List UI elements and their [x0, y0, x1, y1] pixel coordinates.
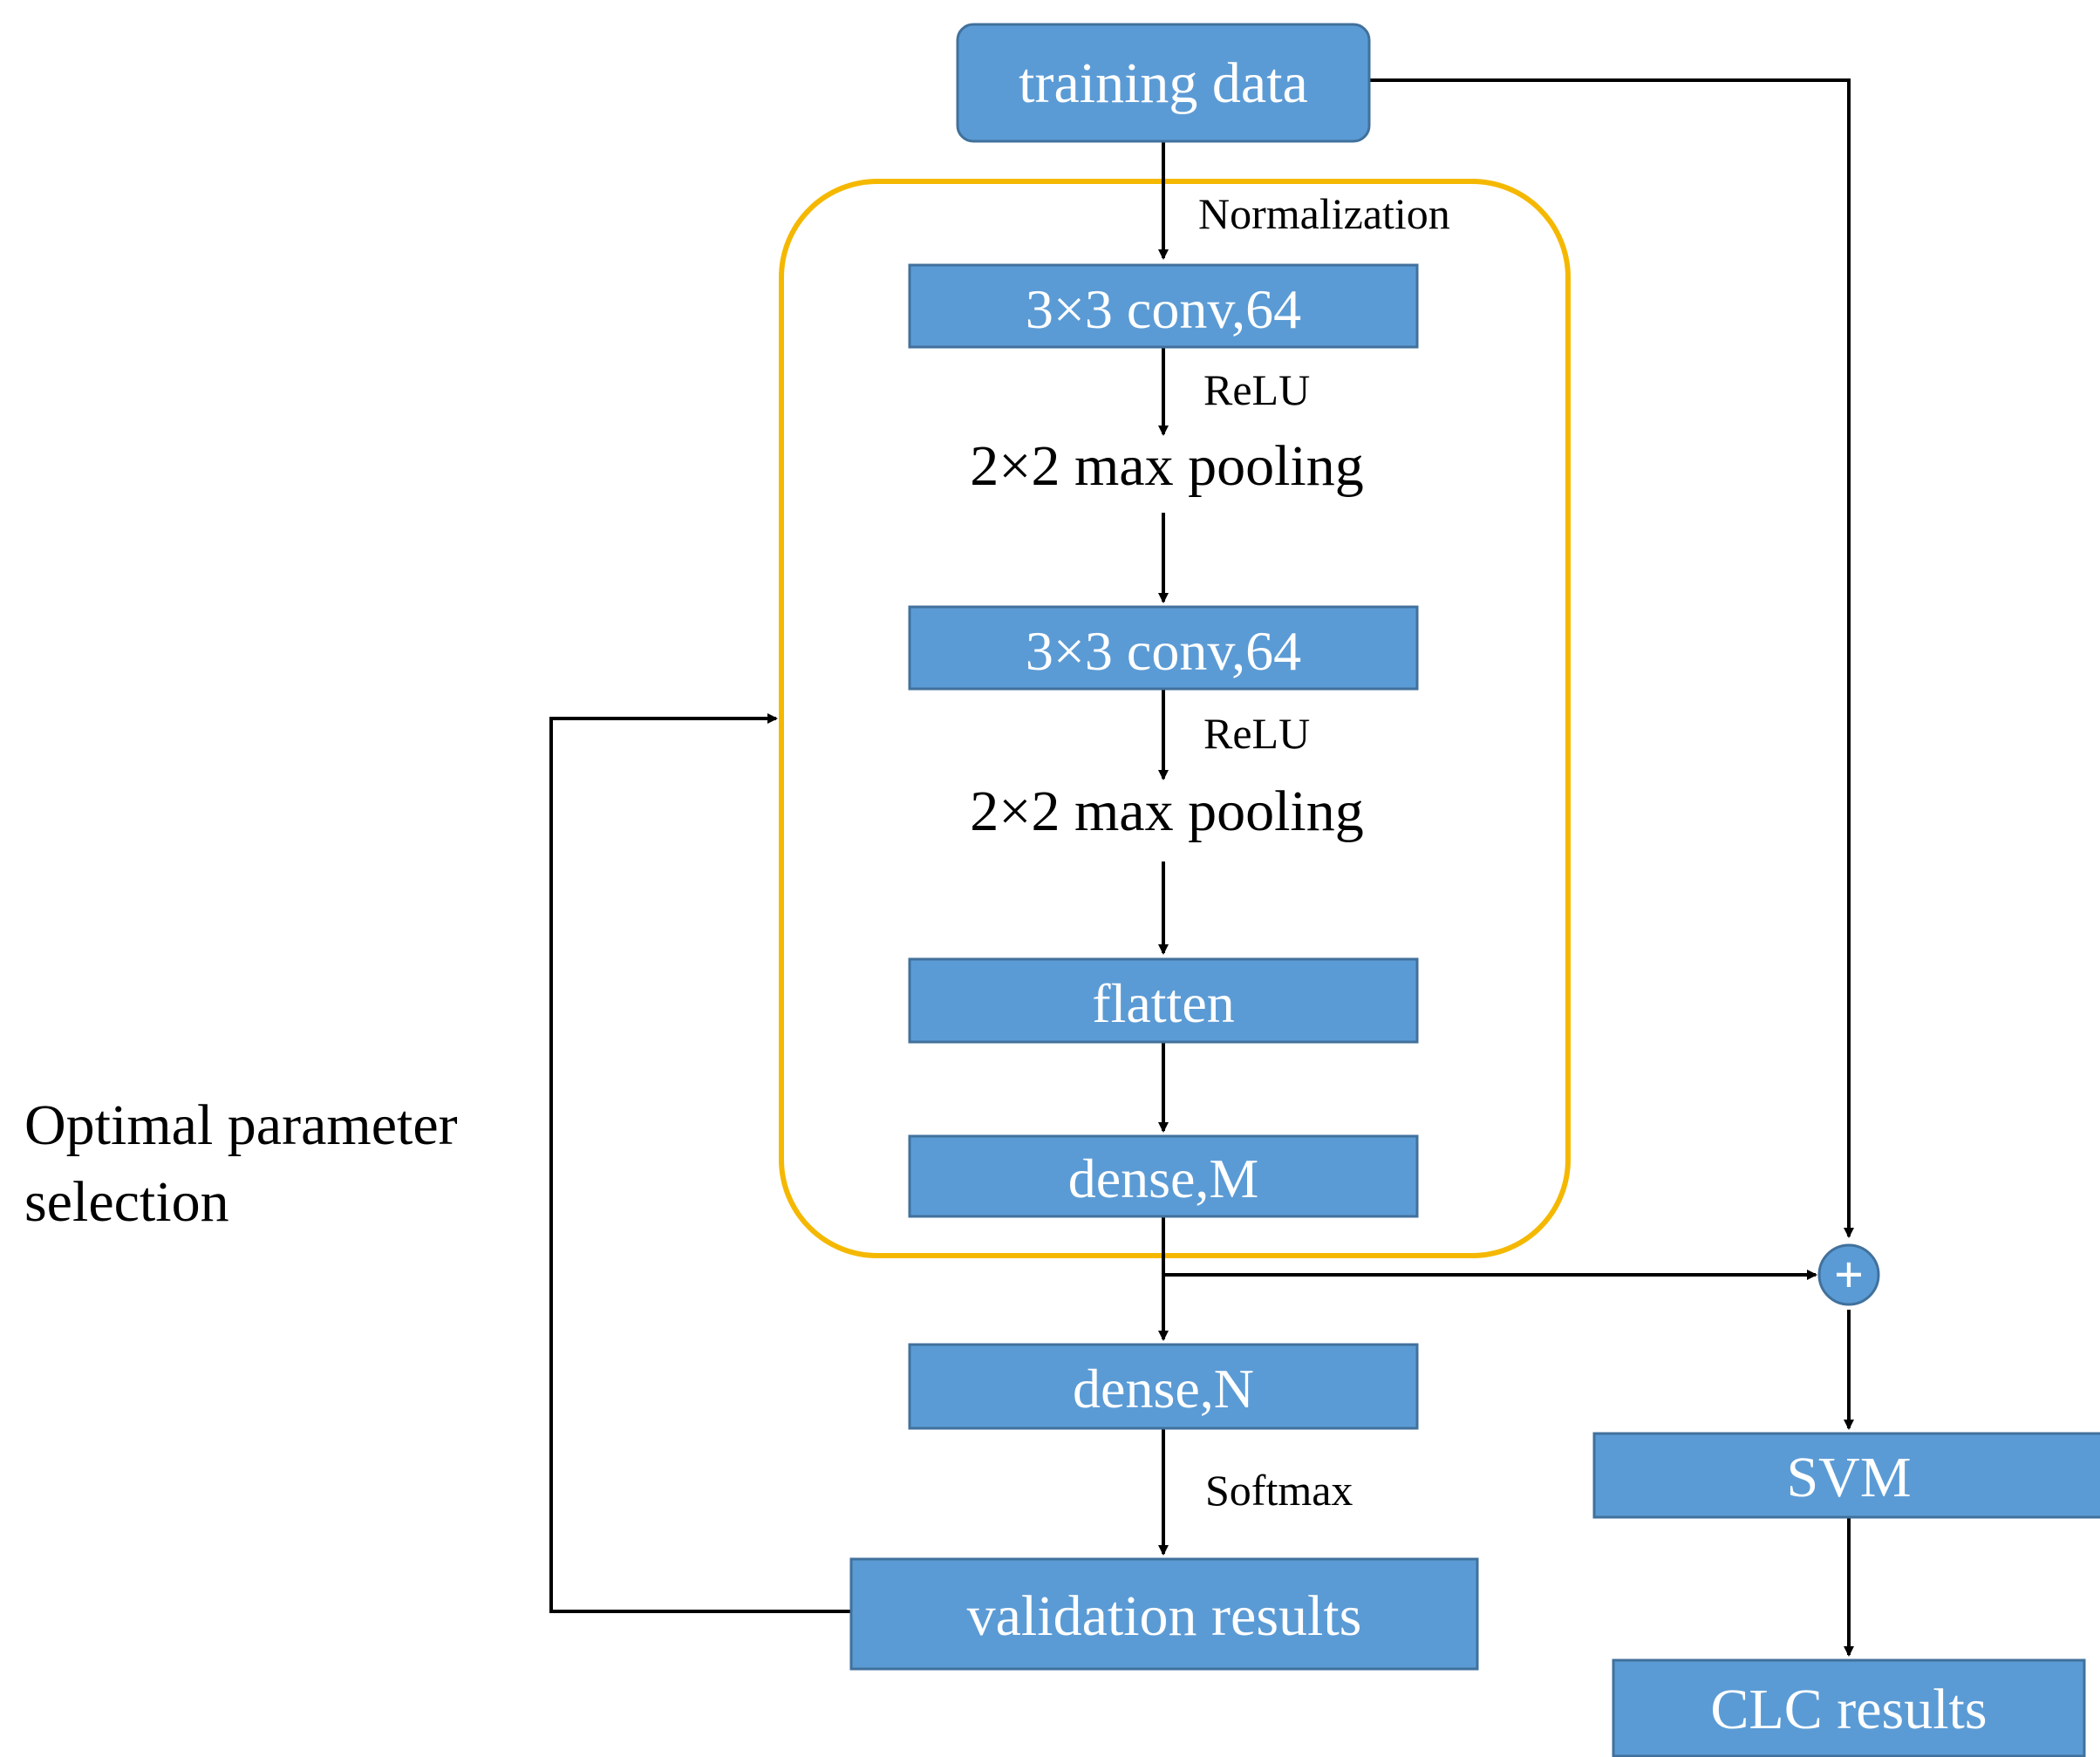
pool1-label: 2×2 max pooling	[970, 434, 1364, 498]
combine-icon: +	[1834, 1246, 1864, 1304]
relu2-label: ReLU	[1203, 709, 1310, 758]
training-data-label: training data	[1019, 51, 1308, 115]
connectors	[549, 78, 1854, 1657]
clc-results-node: CLC results	[1612, 1658, 2086, 1757]
flatten-label: flatten	[1092, 972, 1234, 1034]
normalization-label: Normalization	[1198, 189, 1450, 238]
validation-results-label: validation results	[967, 1584, 1362, 1648]
arrow-training-to-combine	[1369, 78, 1854, 1238]
conv1-node: 3×3 conv,64	[908, 263, 1419, 349]
relu1-label: ReLU	[1203, 365, 1310, 414]
arrow-validation-feedback	[549, 713, 851, 1613]
softmax-label: Softmax	[1205, 1466, 1353, 1515]
conv2-node: 3×3 conv,64	[908, 605, 1419, 691]
pool2-label: 2×2 max pooling	[970, 780, 1364, 843]
dense-m-label: dense,M	[1068, 1147, 1259, 1209]
side-label-line2: selection	[24, 1170, 229, 1234]
dense-n-node: dense,N	[908, 1343, 1419, 1430]
side-label-line1: Optimal parameter	[24, 1093, 458, 1157]
svm-label: SVM	[1786, 1446, 1911, 1509]
combine-node: +	[1817, 1243, 1880, 1306]
clc-results-label: CLC results	[1710, 1678, 1987, 1741]
conv2-label: 3×3 conv,64	[1026, 620, 1301, 682]
flatten-node: flatten	[908, 957, 1419, 1044]
dense-n-label: dense,N	[1073, 1358, 1254, 1420]
dense-m-node: dense,M	[908, 1134, 1419, 1218]
cnn-frame	[779, 179, 1571, 1258]
svm-node: SVM	[1592, 1432, 2100, 1519]
training-data-node: training data	[956, 23, 1371, 143]
conv1-label: 3×3 conv,64	[1026, 278, 1301, 340]
validation-results-node: validation results	[849, 1557, 1479, 1671]
